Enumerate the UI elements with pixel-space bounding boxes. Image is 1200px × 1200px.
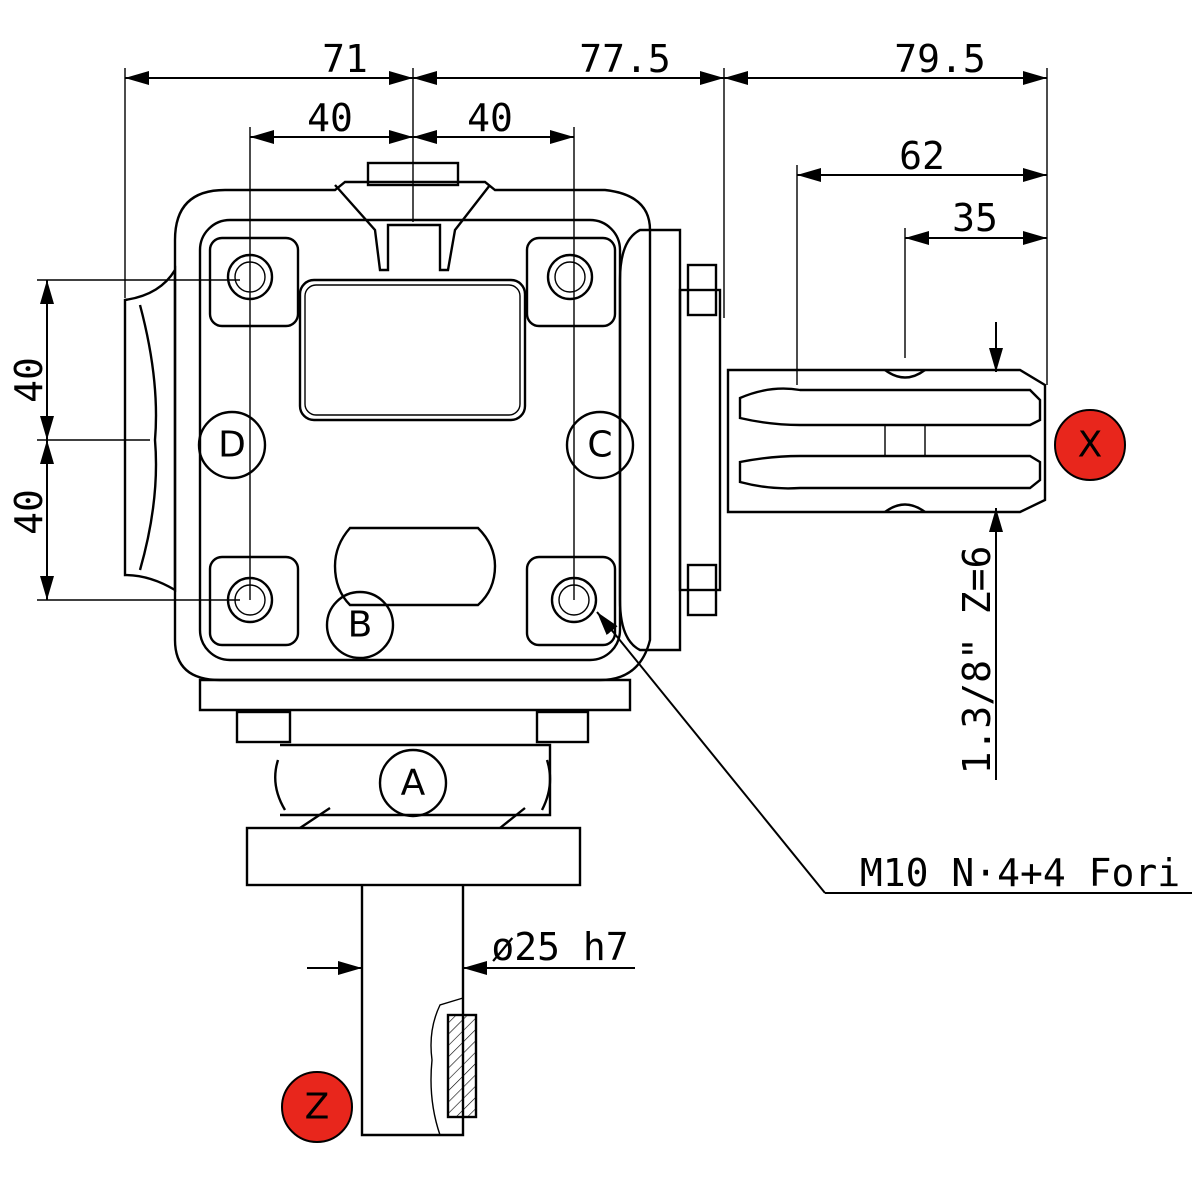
dim-62: 62 [899,134,945,178]
dim-77-5: 77.5 [579,37,671,81]
output-shaft-x [618,228,1047,652]
face-label-c: C [565,410,635,480]
face-label-d: D [197,410,267,480]
svg-text:B: B [348,605,373,646]
bolt-note: M10 N·4+4 Fori [860,851,1180,895]
gearbox-housing [123,161,652,1137]
svg-text:Z: Z [305,1087,330,1128]
dim-35: 35 [952,196,998,240]
spline-spec: 1.3/8" Z=6 [955,546,999,775]
svg-text:D: D [218,425,246,466]
dim-40-vertical-bottom: 40 [7,489,51,535]
dim-40-left: 40 [307,96,353,140]
dimension-lines [40,71,1192,975]
dim-71: 71 [322,37,368,81]
shaft-marker-z: Z [281,1071,353,1143]
svg-text:C: C [587,425,612,466]
shaft-diameter: ø25 h7 [491,925,628,969]
bolt-pads [208,236,617,647]
dim-40-right: 40 [467,96,513,140]
svg-text:X: X [1078,425,1103,466]
dim-79-5: 79.5 [894,37,986,81]
svg-text:A: A [401,763,426,804]
dim-40-vertical-top: 40 [7,357,51,403]
extension-lines [37,68,1048,601]
face-label-b: B [325,590,395,660]
shaft-marker-x: X [1054,409,1126,481]
face-label-a: A [378,748,448,818]
